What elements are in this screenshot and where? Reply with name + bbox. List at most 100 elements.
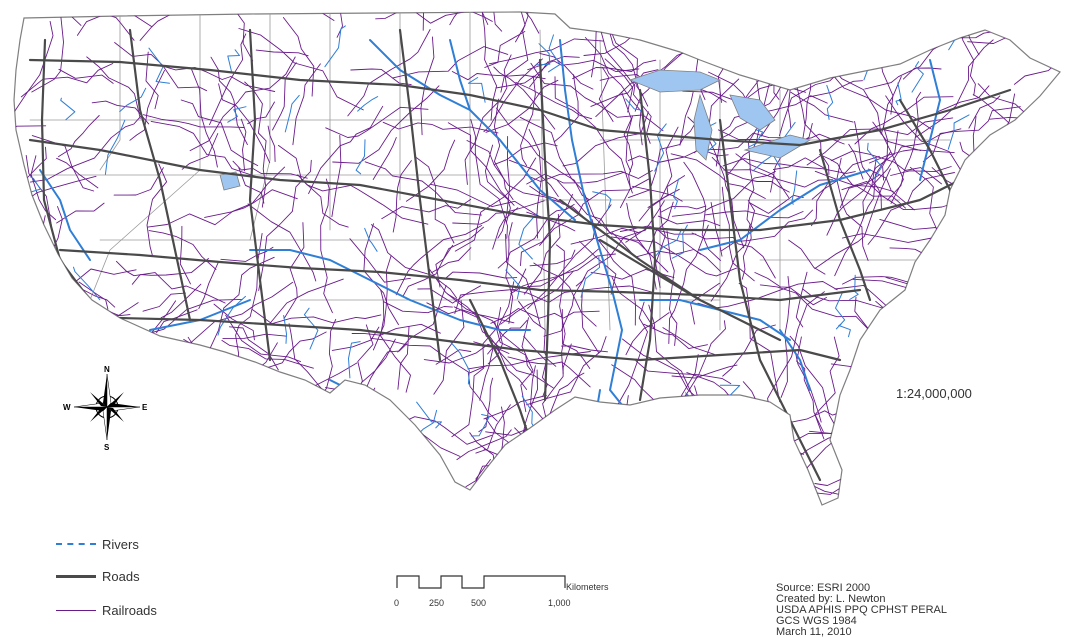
railroad-line: [0, 249, 26, 299]
railroad-line: [922, 298, 1017, 311]
legend-label-roads: Roads: [102, 569, 140, 584]
compass-w: W: [63, 403, 71, 412]
scalebar-tick-0: 0: [394, 598, 399, 608]
scalebar-tick-2: 500: [471, 598, 486, 608]
railroad-line: [298, 485, 394, 510]
railroad-line: [857, 3, 907, 31]
railroad-line: [310, 402, 368, 455]
river-line: [784, 31, 792, 54]
railroad-line: [917, 405, 988, 421]
railroad-line: [977, 282, 1014, 334]
railroad-line: [88, 338, 138, 351]
railroad-line: [926, 449, 938, 506]
scalebar-tick-3: 1,000: [548, 598, 571, 608]
railroad-line: [664, 460, 754, 511]
railroad-line: [156, 370, 165, 452]
source-line: March 11, 2010: [776, 627, 947, 638]
river-line: [343, 449, 352, 485]
railroad-line: [695, 386, 752, 456]
railroad-line: [23, 365, 63, 409]
legend-label-railroads: Railroads: [102, 603, 157, 618]
railroad-line: [625, 396, 658, 464]
railroad-line: [966, 271, 978, 332]
railroad-line: [931, 319, 1007, 381]
river-line: [976, 226, 991, 261]
railroad-line: [62, 465, 78, 510]
us-map: [0, 0, 1070, 510]
railroad-line: [981, 165, 1070, 245]
railroad-line: [159, 448, 223, 457]
railroads-swatch: [56, 610, 96, 611]
river-line: [282, 397, 298, 427]
railroad-line: [561, 481, 630, 502]
railroad-line: [36, 216, 47, 325]
railroad-line: [484, 449, 592, 471]
river-line: [960, 222, 976, 268]
railroad-line: [902, 345, 944, 356]
railroad-line: [874, 464, 894, 510]
railroad-line: [188, 337, 222, 437]
railroad-line: [1019, 115, 1070, 163]
railroad-line: [991, 297, 1010, 367]
railroad-line: [717, 429, 733, 510]
map-scale-ratio: 1:24,000,000: [896, 386, 972, 401]
railroad-line: [742, 415, 747, 450]
legend-item-rivers: Rivers: [56, 534, 139, 554]
railroad-line: [880, 0, 892, 22]
river-line: [512, 440, 528, 467]
river-line: [667, 406, 680, 435]
railroad-line: [922, 324, 945, 427]
railroad-line: [532, 409, 651, 456]
railroad-line: [318, 440, 331, 510]
railroad-line: [589, 422, 593, 464]
river-line: [874, 386, 885, 408]
scale-bar: 0 250 500 1,000 Kilometers: [388, 570, 628, 610]
scalebar-unit: Kilometers: [566, 582, 609, 592]
railroad-line: [207, 408, 217, 469]
map-legend: Rivers Roads Railroads: [56, 530, 256, 625]
railroad-line: [967, 378, 1010, 408]
railroad-line: [681, 437, 683, 487]
railroad-line: [795, 0, 839, 21]
scalebar-tick-1: 250: [429, 598, 444, 608]
railroad-line: [845, 398, 948, 431]
railroad-line: [1015, 267, 1070, 354]
railroad-line: [908, 267, 1019, 306]
river-line: [219, 420, 227, 457]
railroad-line: [744, 7, 814, 22]
railroad-line: [887, 0, 944, 38]
river-line: [686, 393, 700, 423]
railroad-line: [564, 431, 668, 510]
railroad-line: [865, 407, 884, 504]
compass-rose-icon: N S E W: [62, 362, 152, 452]
railroad-line: [415, 478, 450, 510]
roads-swatch: [56, 575, 96, 578]
railroad-line: [939, 267, 1017, 276]
source-credits: Source: ESRI 2000 Created by: L. Newton …: [776, 583, 947, 638]
railroad-line: [950, 241, 1060, 289]
river-line: [409, 468, 429, 503]
railroad-line: [884, 416, 891, 463]
railroad-line: [707, 446, 786, 510]
railroad-line: [133, 460, 142, 509]
railroad-line: [566, 409, 602, 442]
railroad-line: [940, 350, 1014, 386]
river-line: [961, 204, 990, 246]
railroad-line: [619, 458, 701, 510]
railroad-line: [714, 423, 804, 455]
river-line: [304, 421, 323, 454]
railroad-line: [183, 472, 209, 510]
railroad-line: [272, 388, 375, 475]
railroad-line: [881, 0, 888, 38]
river-line: [663, 400, 691, 421]
railroad-line: [661, 394, 686, 428]
railroad-line: [930, 277, 970, 317]
legend-label-rivers: Rivers: [102, 537, 139, 552]
railroad-line: [1010, 235, 1070, 301]
railroad-line: [529, 442, 579, 510]
railroad-line: [713, 7, 838, 59]
railroad-line: [556, 414, 604, 510]
railroad-line: [918, 485, 967, 510]
railroad-line: [703, 0, 749, 31]
railroad-line: [518, 426, 532, 511]
